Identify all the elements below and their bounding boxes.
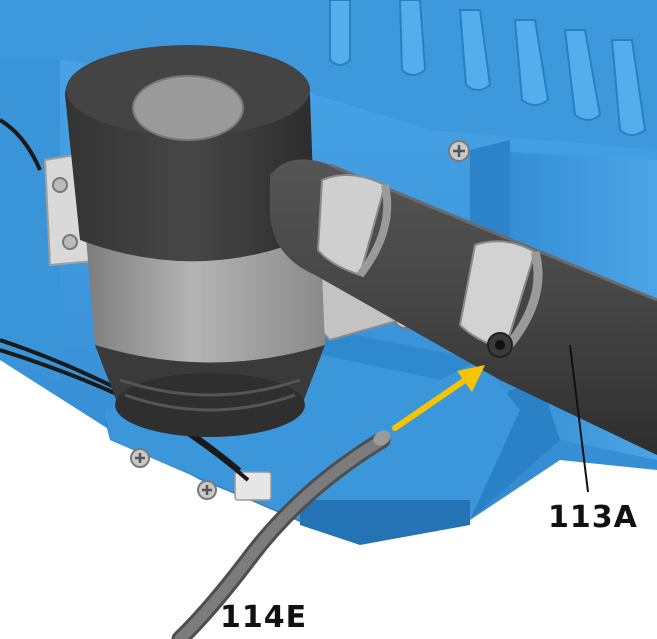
- phillips-screw-icon: [448, 140, 470, 162]
- phillips-screw-icon: [197, 480, 217, 500]
- filter-canister: [65, 45, 325, 437]
- direction-arrow-icon: [392, 365, 485, 431]
- phillips-screw-icon: [130, 448, 150, 468]
- leader-line-113a: [569, 344, 589, 493]
- part-label-114e: 114E: [220, 600, 308, 635]
- part-label-113a: 113A: [548, 500, 638, 535]
- cooling-fins: [329, 0, 647, 136]
- hose-114e: [171, 430, 391, 639]
- tube-113a: [270, 159, 657, 455]
